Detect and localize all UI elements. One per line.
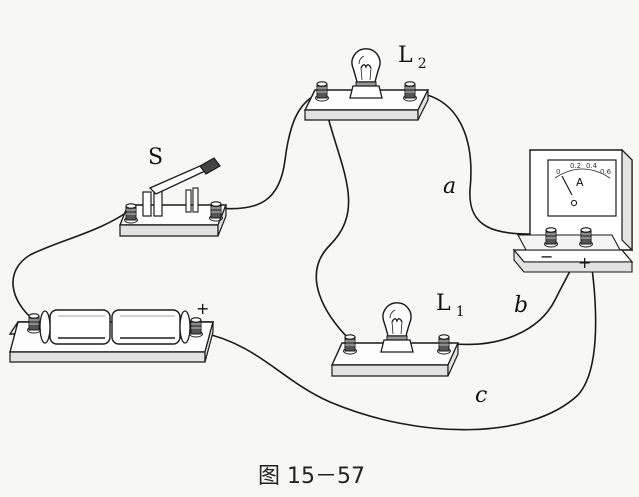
wires	[12, 91, 597, 431]
lamp-l1-index: 1	[456, 304, 465, 320]
ammeter-plus-sign: +	[578, 253, 591, 272]
zero-adjust-screw	[570, 199, 578, 207]
scale-tick-2: 0.4	[586, 162, 598, 170]
wire-a-label: a	[443, 174, 456, 199]
ammeter: 0 0.2 0.4 0.6 A − +	[512, 148, 634, 273]
ammeter-minus-sign: −	[540, 247, 553, 266]
wire-switch-lamp2	[216, 91, 323, 210]
lamp-l2-letter: L	[398, 43, 413, 68]
scale-tick-0: 0	[556, 168, 560, 176]
figure-caption: 图 15－57	[258, 464, 365, 489]
switch-s[interactable]: S	[118, 145, 228, 237]
lamp-l1-label: L 1	[436, 291, 465, 320]
scale-tick-1: 0.2	[570, 162, 581, 170]
wire-lamp2-lamp1	[315, 91, 351, 341]
ammeter-needle	[561, 175, 573, 196]
lamp-l1-letter: L	[436, 291, 451, 316]
battery: +	[8, 299, 215, 363]
wire-c	[199, 235, 597, 431]
wire-c-label: c	[475, 383, 487, 408]
wire-a	[409, 91, 551, 235]
wire-b-label: b	[514, 293, 528, 318]
scale-tick-3: 0.6	[600, 168, 612, 176]
lamp-l2-label: L 2	[398, 43, 427, 72]
battery-plus-sign: +	[196, 299, 209, 318]
lamp-l2-index: 2	[418, 56, 427, 72]
ammeter-unit: A	[576, 176, 584, 189]
switch-label: S	[148, 145, 163, 170]
lamp-l1: L 1	[330, 291, 465, 377]
ammeter-scale: 0 0.2 0.4 0.6	[556, 162, 612, 176]
lamp-l2: L 2	[303, 43, 430, 121]
wire-battery-switch	[12, 209, 131, 323]
